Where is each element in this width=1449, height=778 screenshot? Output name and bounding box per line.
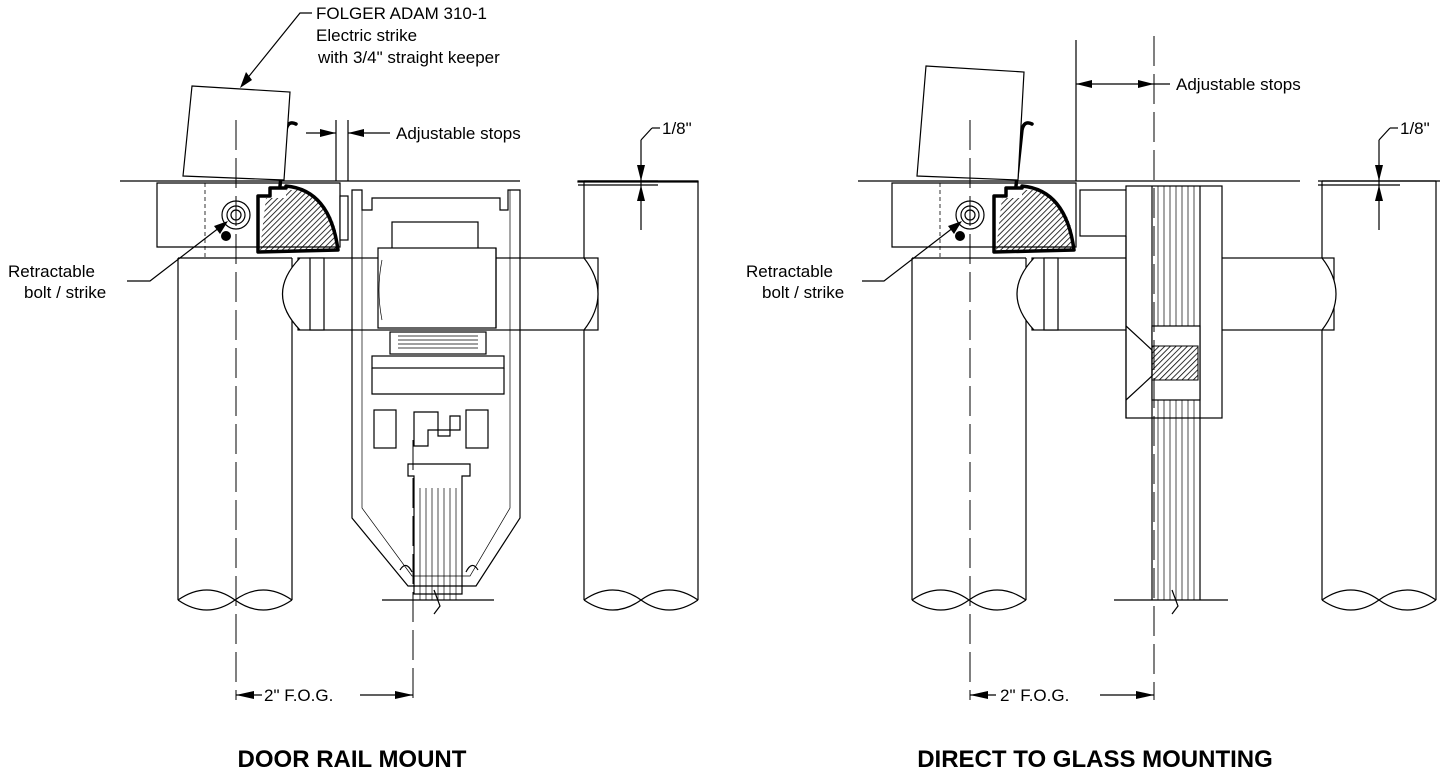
adjustable-stops-dimension bbox=[1075, 40, 1170, 181]
direct-to-glass-view: Adjustable stops 1/8" Retractable bolt /… bbox=[746, 36, 1440, 773]
gap-label: 1/8" bbox=[1400, 119, 1430, 138]
spring bbox=[389, 331, 487, 355]
bolt-label-line1: Retractable bbox=[8, 262, 95, 281]
bolt-callout-leader bbox=[862, 223, 959, 282]
strike-keeper bbox=[256, 121, 349, 254]
door-rail-mount-title: DOOR RAIL MOUNT bbox=[238, 746, 467, 773]
fog-label: 2" F.O.G. bbox=[264, 686, 333, 705]
gap-label: 1/8" bbox=[662, 119, 692, 138]
fog-dimension bbox=[236, 691, 413, 699]
gap-dimension bbox=[1318, 127, 1400, 230]
fog-label: 2" F.O.G. bbox=[1000, 686, 1069, 705]
bolt-callout-leader bbox=[127, 223, 225, 282]
door-rail-mount-view: FOLGER ADAM 310-1 Electric strike with 3… bbox=[8, 4, 699, 773]
direct-to-glass-title: DIRECT TO GLASS MOUNTING bbox=[917, 746, 1273, 773]
left-pipe-rail bbox=[911, 257, 1027, 611]
threaded-insert bbox=[1151, 345, 1199, 381]
strike-callout-leader bbox=[245, 12, 312, 81]
adjustable-stops-dimension bbox=[306, 120, 390, 181]
bolt-label-line2: bolt / strike bbox=[762, 283, 844, 302]
bolt-label-line1: Retractable bbox=[746, 262, 833, 281]
right-pipe-rail bbox=[577, 180, 699, 611]
left-pipe-rail bbox=[177, 257, 293, 611]
fog-dimension bbox=[970, 691, 1154, 699]
strike-keeper bbox=[992, 121, 1076, 254]
bolt-label-line2: bolt / strike bbox=[24, 283, 106, 302]
keeper-label: with 3/4" straight keeper bbox=[317, 48, 500, 67]
rail-channel bbox=[351, 189, 521, 615]
gap-dimension bbox=[578, 127, 660, 230]
strike-type-label: Electric strike bbox=[316, 26, 417, 45]
adjustable-stops-label: Adjustable stops bbox=[1176, 75, 1301, 94]
adjustable-stops-label: Adjustable stops bbox=[396, 124, 521, 143]
strike-model-label: FOLGER ADAM 310-1 bbox=[316, 4, 487, 23]
glass-panel bbox=[419, 488, 457, 600]
right-pipe-rail bbox=[1321, 180, 1437, 611]
glass-mount-block bbox=[1079, 185, 1228, 615]
